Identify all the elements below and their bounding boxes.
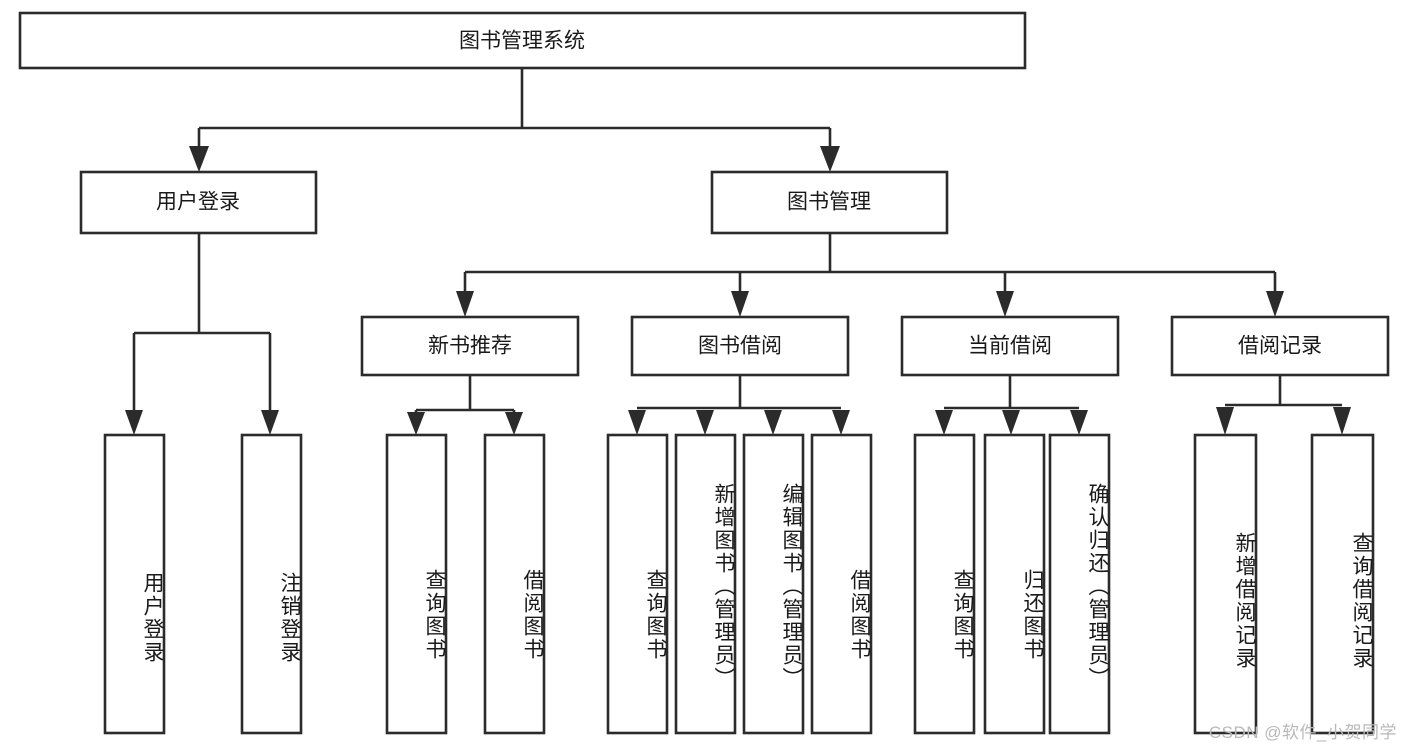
- leaf-box-add-borrow-record[interactable]: [1193, 433, 1258, 735]
- node-book-management-box[interactable]: [710, 170, 949, 235]
- leaf-box-user-logout[interactable]: [240, 433, 303, 735]
- arrow-borrow-leaf-4: [832, 410, 850, 435]
- arrow-root-to-book: [820, 146, 840, 172]
- arrow-records-leaf-2: [1333, 407, 1351, 435]
- arrow-book-to-current: [996, 291, 1014, 317]
- arrow-book-to-records: [1266, 291, 1284, 317]
- connector-group-root: [189, 68, 840, 172]
- arrow-book-to-newbooks: [456, 291, 474, 317]
- connector-group-current: [935, 375, 1088, 435]
- leaf-box-confirm-return-admin[interactable]: [1048, 433, 1111, 735]
- node-current-borrow[interactable]: 当前借阅: [900, 315, 1120, 377]
- node-user-login[interactable]: 用户登录: [79, 170, 318, 235]
- leaf-box-borrow-books[interactable]: [810, 433, 873, 735]
- node-book-borrow-box[interactable]: [630, 315, 850, 377]
- node-root[interactable]: 图书管理系统: [18, 11, 1027, 70]
- node-book-borrow-label: 图书借阅: [698, 335, 782, 358]
- node-user-login-label: 用户登录: [156, 191, 240, 214]
- arrow-newbooks-leaf-1: [407, 412, 425, 435]
- arrow-records-leaf-1: [1216, 407, 1234, 435]
- node-book-borrow[interactable]: 图书借阅: [630, 315, 850, 377]
- leaf-box-user-login[interactable]: [103, 433, 166, 735]
- node-borrow-records[interactable]: 借阅记录: [1170, 315, 1390, 377]
- arrow-borrow-leaf-2: [696, 410, 714, 435]
- leaf-box-borrow-books-new[interactable]: [483, 433, 546, 735]
- arrow-current-leaf-1: [935, 410, 953, 435]
- leaf-box-query-books-new[interactable]: [385, 433, 448, 735]
- node-borrow-records-box[interactable]: [1170, 315, 1390, 377]
- arrow-borrow-leaf-3: [764, 410, 782, 435]
- leaf-box-edit-book-admin[interactable]: [742, 433, 805, 735]
- leaf-box-add-book-admin[interactable]: [674, 433, 737, 735]
- leaf-box-return-books[interactable]: [983, 433, 1046, 735]
- arrow-current-leaf-2: [1002, 410, 1020, 435]
- arrow-borrow-leaf-1: [628, 410, 646, 435]
- csdn-watermark: CSDN @软件_小贺同学: [1208, 723, 1397, 742]
- connector-group-book-manage: [456, 233, 1284, 317]
- arrow-root-to-user: [189, 146, 209, 172]
- leaf-boxes: [103, 433, 1375, 735]
- node-new-book-recommend-label: 新书推荐: [428, 335, 512, 358]
- node-root-label: 图书管理系统: [459, 30, 585, 53]
- node-new-book-recommend-box[interactable]: [360, 315, 580, 377]
- connector-group-newbooks: [407, 375, 523, 435]
- node-user-login-box[interactable]: [79, 170, 318, 235]
- arrow-book-to-borrow: [731, 291, 749, 317]
- leaf-box-query-borrow-record[interactable]: [1310, 433, 1375, 735]
- node-current-borrow-box[interactable]: [900, 315, 1120, 377]
- arrow-user-leaf-1: [125, 410, 143, 435]
- connector-group-user-login: [125, 233, 279, 435]
- node-book-management-label: 图书管理: [787, 191, 871, 214]
- connector-group-borrow: [628, 375, 850, 435]
- node-borrow-records-label: 借阅记录: [1238, 335, 1322, 358]
- node-new-book-recommend[interactable]: 新书推荐: [360, 315, 580, 377]
- arrow-user-leaf-2: [261, 410, 279, 435]
- node-book-management[interactable]: 图书管理: [710, 170, 949, 235]
- node-root-box[interactable]: [18, 11, 1027, 70]
- node-current-borrow-label: 当前借阅: [968, 335, 1052, 358]
- leaf-box-query-books-borrow[interactable]: [606, 433, 669, 735]
- arrow-current-leaf-3: [1070, 410, 1088, 435]
- connector-group-records: [1216, 375, 1351, 435]
- leaf-box-query-books-current[interactable]: [913, 433, 976, 735]
- arrow-newbooks-leaf-2: [505, 412, 523, 435]
